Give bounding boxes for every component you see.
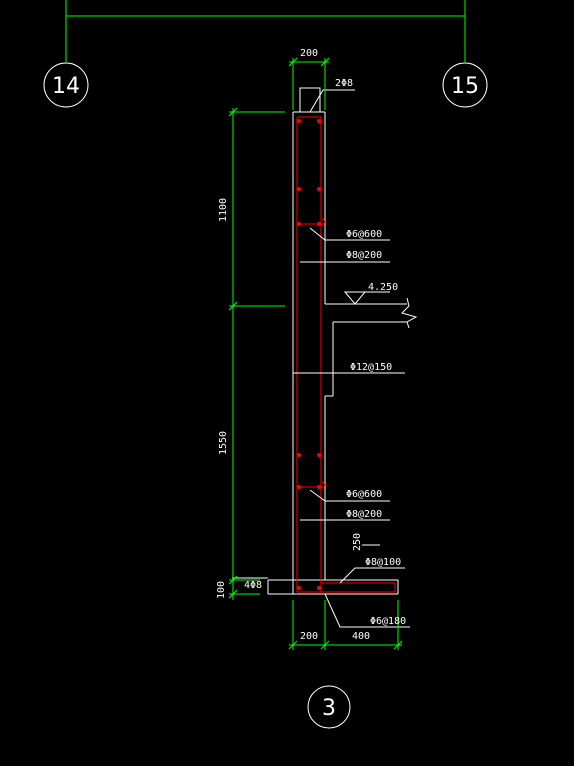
label-dist-upper: Φ8@200 — [346, 250, 382, 261]
detail-label: 3 — [322, 696, 336, 721]
dim-upper-height: 1100 — [218, 198, 229, 222]
dim-base-height: 100 — [216, 581, 227, 599]
label-elevation: 4.250 — [368, 282, 398, 293]
label-main-bar: Φ12@150 — [350, 362, 392, 373]
axis-label-15: 15 — [451, 74, 479, 99]
label-tie-lower: Φ6@600 — [346, 489, 382, 500]
axis-label-14: 14 — [52, 74, 80, 99]
label-top-bars: 2Φ8 — [335, 78, 353, 89]
dim-bottom-width-left: 200 — [300, 631, 318, 642]
label-base-dist: Φ6@180 — [370, 616, 406, 627]
rebar — [296, 116, 396, 593]
dim-slab: 250 — [352, 533, 363, 551]
axis-bubble-15 — [442, 62, 488, 108]
label-base-bottom-bars: 4Φ8 — [244, 580, 262, 591]
axis-bubble-14 — [43, 62, 89, 108]
dim-lower-height: 1550 — [218, 431, 229, 455]
wall-outline — [267, 87, 418, 595]
label-tie-upper: Φ6@600 — [346, 229, 382, 240]
dim-top-width: 200 — [300, 48, 318, 59]
label-dist-lower: Φ8@200 — [346, 509, 382, 520]
axis-grid — [43, 0, 488, 108]
dimensions — [228, 57, 403, 650]
dim-bottom-width-right: 400 — [352, 631, 370, 642]
leaders — [232, 89, 410, 628]
label-base-bar: Φ8@100 — [365, 557, 401, 568]
detail-bubble — [307, 685, 351, 729]
